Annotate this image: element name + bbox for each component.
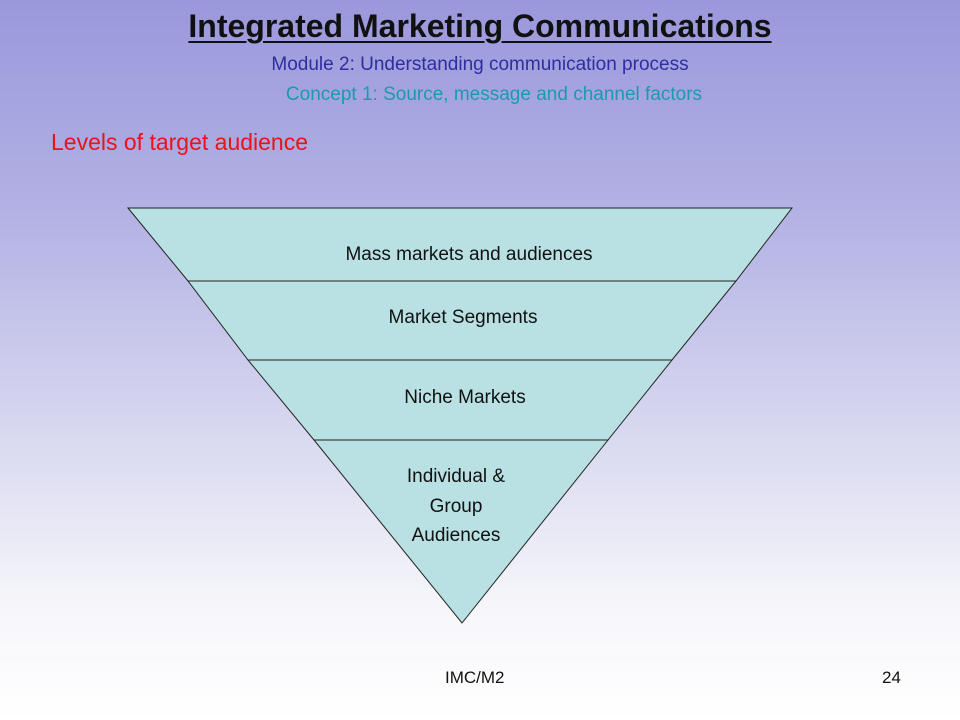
footer-page-number: 24	[882, 668, 901, 687]
level-2-label: Market Segments	[389, 307, 538, 328]
footer-course-code: IMC/M2	[445, 668, 505, 687]
level-4-label-line-3: Audiences	[412, 525, 501, 546]
slide-title: Integrated Marketing Communications	[188, 8, 772, 44]
level-3-label: Niche Markets	[404, 387, 525, 408]
level-4-label-line-2: Group	[430, 496, 483, 517]
level-4-label-line-1: Individual &	[407, 466, 506, 487]
module-heading: Module 2: Understanding communication pr…	[271, 54, 689, 75]
concept-heading: Concept 1: Source, message and channel f…	[285, 84, 703, 105]
pyramid-level-4	[312, 439, 610, 624]
level-1-label: Mass markets and audiences	[345, 244, 592, 265]
section-subtitle: Levels of target audience	[51, 129, 309, 155]
